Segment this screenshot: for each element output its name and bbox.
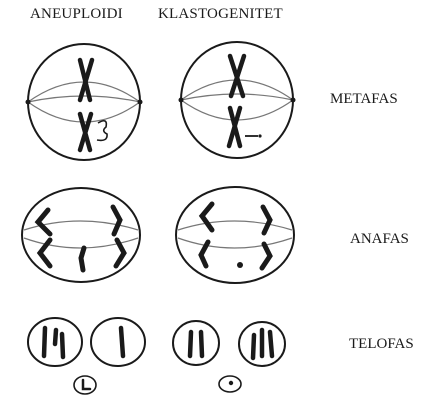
- chromosome: [262, 244, 270, 268]
- chromosome: [80, 114, 91, 150]
- micronucleus: [74, 376, 96, 394]
- telophase-clastogenicity: [173, 321, 285, 392]
- chromosome: [270, 332, 272, 356]
- lagging-chromosome: [81, 248, 84, 270]
- chromosome: [190, 332, 191, 356]
- spindle-pole: [291, 98, 296, 103]
- chromosome: [202, 204, 212, 230]
- chromosome: [80, 60, 92, 100]
- spindle-pole: [138, 100, 143, 105]
- spindle-pole: [26, 100, 31, 105]
- spindle-pole: [179, 98, 184, 103]
- chromosome: [201, 242, 208, 266]
- micronucleus-fragment: [229, 381, 233, 385]
- chromosome: [38, 210, 50, 234]
- micronucleus-chromosome: [83, 380, 90, 389]
- chromosome-fragment-dot: [258, 134, 261, 137]
- chromosome: [62, 334, 63, 357]
- chromosome: [253, 335, 254, 358]
- extra-chromosome: [97, 121, 107, 141]
- chromosome: [201, 332, 202, 356]
- chromosome: [55, 330, 56, 344]
- spindle-fibers: [178, 221, 292, 248]
- chromosome: [40, 240, 50, 266]
- chromosome: [116, 240, 124, 266]
- chromosome: [121, 328, 123, 356]
- daughter-cell: [91, 318, 145, 366]
- telophase-aneuploidy: [28, 318, 145, 394]
- chromosome: [229, 108, 240, 146]
- anaphase-clastogenicity-cell: [176, 187, 294, 283]
- metaphase-clastogenicity-cell: [179, 42, 296, 158]
- chromosome: [230, 56, 244, 96]
- anaphase-aneuploidy-cell: [22, 188, 140, 282]
- chromosome: [44, 328, 45, 356]
- chromosome: [263, 207, 270, 233]
- daughter-cell: [173, 321, 219, 365]
- chromosome: [113, 207, 120, 234]
- metaphase-aneuploidy-cell: [26, 44, 143, 160]
- acentric-fragment: [237, 262, 243, 268]
